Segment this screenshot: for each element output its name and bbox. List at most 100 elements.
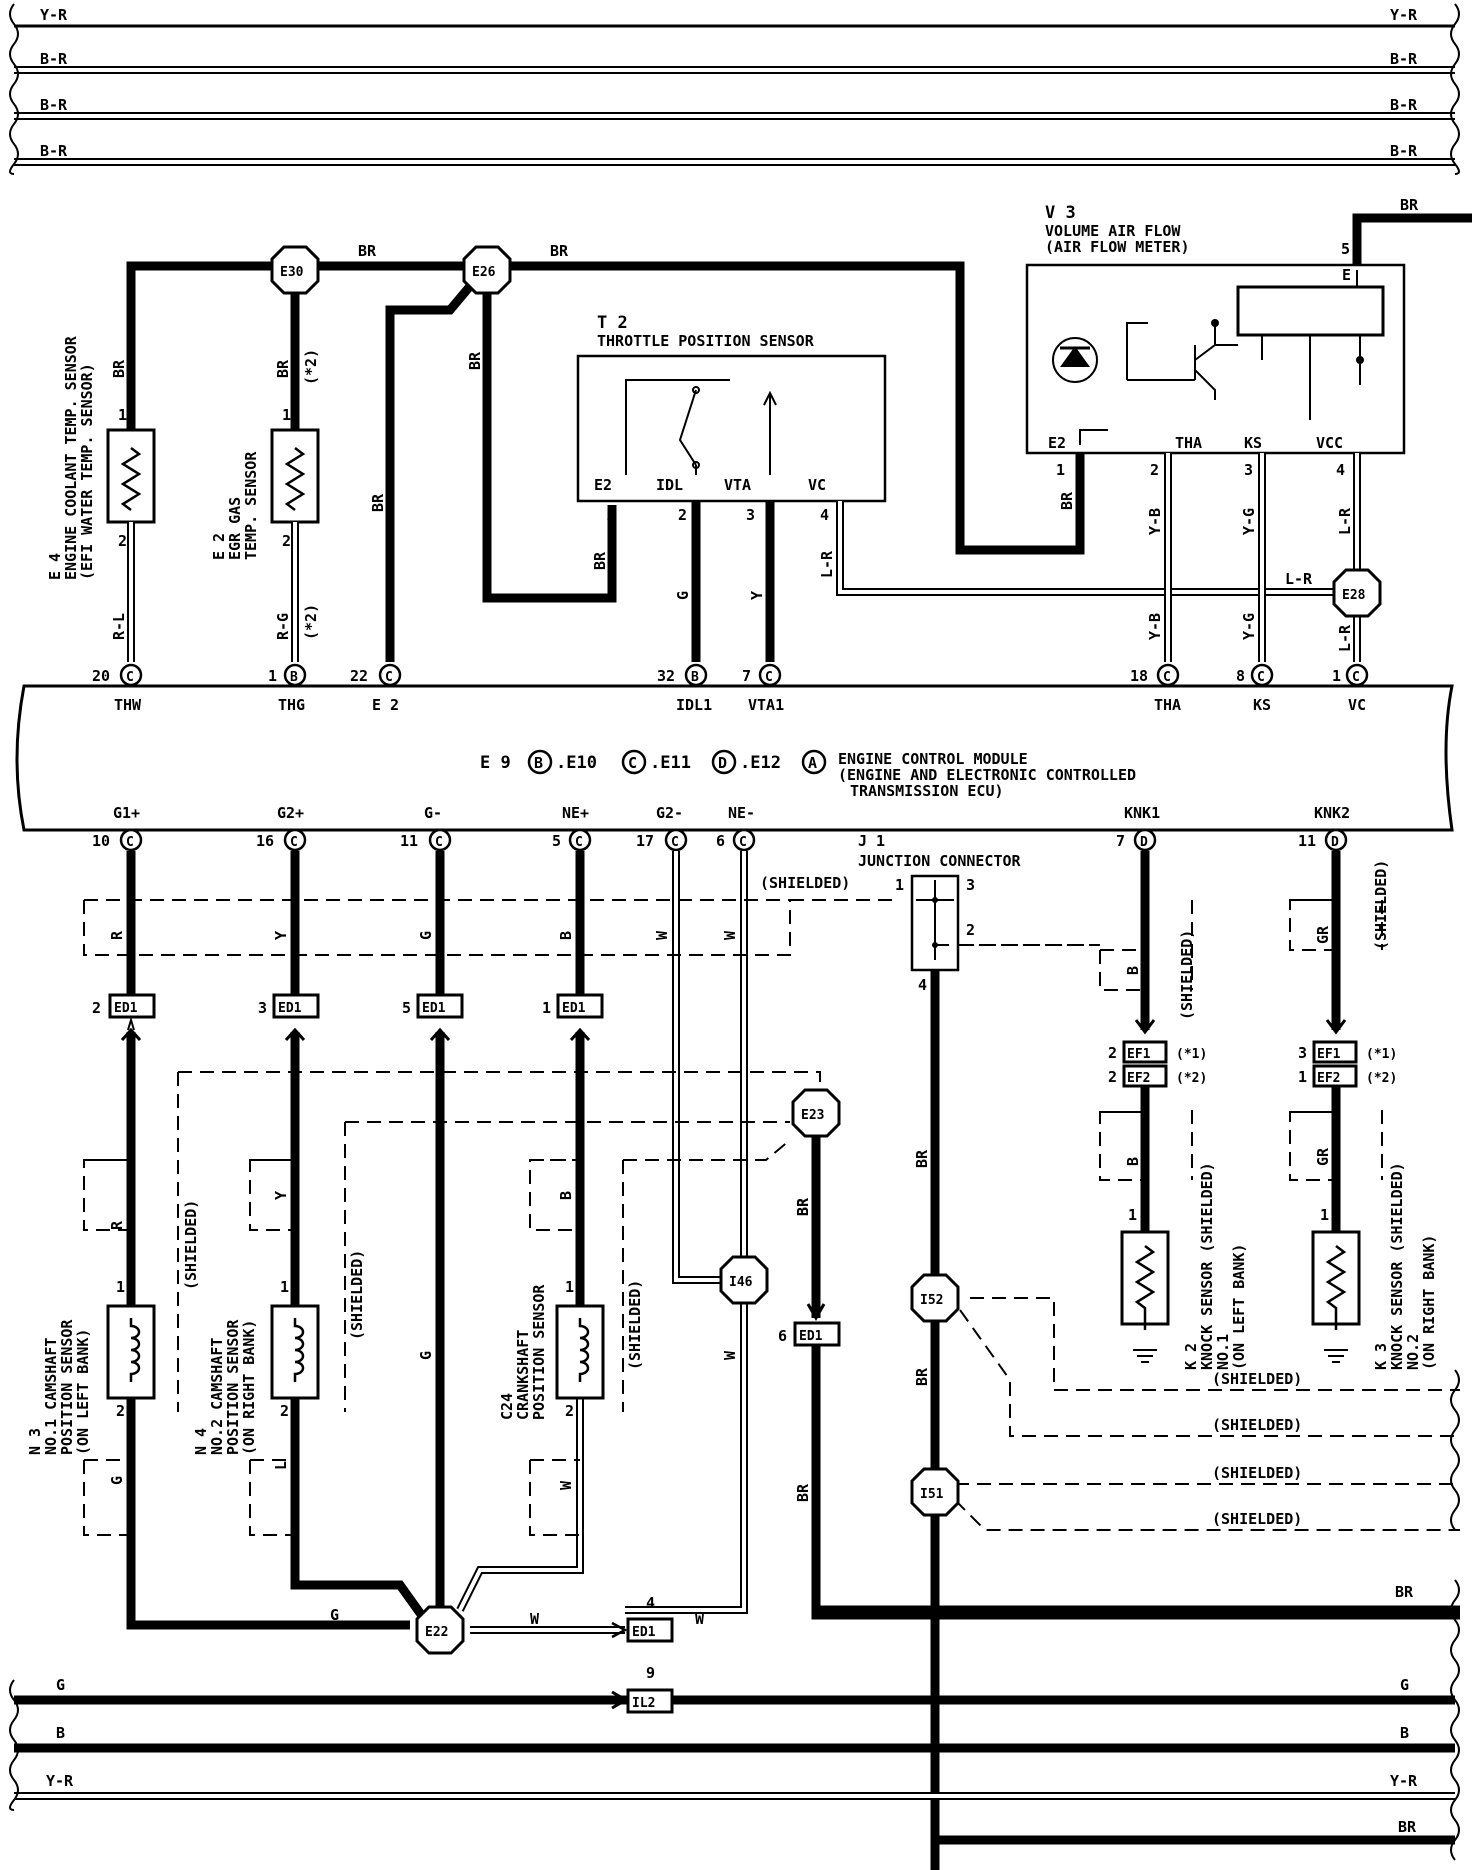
top-bus-yr: Y-R Y-R	[14, 6, 1455, 28]
junction-e22: E22	[415, 1605, 465, 1655]
lower-wire-labels: R Y G B W W B GR R Y B G W G L W G W W B…	[108, 925, 1414, 1628]
svg-text:C: C	[1163, 670, 1171, 685]
svg-text:VTA: VTA	[724, 476, 751, 494]
svg-text:3: 3	[1244, 461, 1253, 479]
svg-text:C: C	[290, 835, 298, 850]
svg-text:ED1: ED1	[562, 1001, 586, 1016]
svg-text:R: R	[108, 930, 126, 940]
svg-text:Y-R: Y-R	[46, 1772, 74, 1790]
bottom-bus-g: G G	[14, 1676, 1455, 1705]
svg-text:(*2): (*2)	[1176, 1071, 1207, 1086]
svg-text:W: W	[653, 930, 671, 940]
svg-text:G: G	[108, 1476, 126, 1485]
svg-text:1: 1	[280, 1278, 289, 1296]
svg-text:NO.2 CAMSHAFT: NO.2 CAMSHAFT	[208, 1338, 226, 1455]
svg-text:W: W	[721, 930, 739, 940]
svg-text:E 4: E 4	[46, 553, 64, 580]
svg-text:B-R: B-R	[40, 50, 68, 68]
svg-text:N 3: N 3	[26, 1428, 44, 1455]
svg-text:G-: G-	[424, 804, 442, 822]
svg-text:ED1: ED1	[278, 1001, 302, 1016]
svg-text:B: B	[290, 670, 298, 685]
n3-camshaft-sensor-left: 1 2 N 3 NO.1 CAMSHAFT POSITION SENSOR (O…	[26, 1278, 156, 1455]
svg-text:E28: E28	[1342, 588, 1366, 603]
svg-text:(*2): (*2)	[302, 349, 320, 385]
k3-knock-sensor: 1 K 3 KNOCK SENSOR (SHIELDED) NO.2 (ON R…	[1311, 1162, 1438, 1370]
connector-ef-k2: 2 EF1 (*1) 2 EF2 (*2)	[1108, 1040, 1207, 1088]
t2-throttle-position-sensor: T 2 THROTTLE POSITION SENSOR E2 IDL VTA …	[576, 313, 887, 524]
svg-text:ED1: ED1	[799, 1329, 823, 1344]
svg-text:NE-: NE-	[728, 804, 755, 822]
svg-text:B-R: B-R	[1390, 142, 1418, 160]
svg-text:E 2: E 2	[372, 696, 399, 714]
svg-text:(AIR FLOW METER): (AIR FLOW METER)	[1045, 238, 1190, 256]
svg-text:BR: BR	[358, 242, 377, 260]
svg-text:J 1: J 1	[858, 832, 885, 850]
svg-text:VC: VC	[808, 476, 826, 494]
shielded-labels: (SHIELDED) (SHIELDED) (SHIELDED) (SHIELD…	[182, 860, 1390, 1528]
svg-text:(*2): (*2)	[1366, 1071, 1397, 1086]
svg-text:C: C	[671, 835, 679, 850]
svg-text:G1+: G1+	[113, 804, 140, 822]
svg-text:4: 4	[646, 1594, 655, 1612]
svg-text:5: 5	[402, 999, 411, 1017]
n4-camshaft-sensor-right: 1 2 N 4 NO.2 CAMSHAFT POSITION SENSOR (O…	[192, 1278, 320, 1455]
junction-i51: I51	[910, 1467, 960, 1517]
svg-text:B-R: B-R	[1390, 96, 1418, 114]
svg-text:1: 1	[1332, 667, 1341, 685]
svg-text:K 2: K 2	[1182, 1343, 1200, 1370]
svg-text:E2: E2	[594, 476, 612, 494]
svg-text:3: 3	[258, 999, 267, 1017]
svg-text:D: D	[1331, 835, 1339, 850]
svg-text:5: 5	[552, 832, 561, 850]
svg-text:16: 16	[256, 832, 274, 850]
e2-egr-gas-temp-sensor: 1 2 E 2 EGR GAS TEMP. SENSOR BR (*2)	[210, 349, 320, 560]
svg-text:I51: I51	[920, 1487, 944, 1502]
svg-text:B-R: B-R	[40, 96, 68, 114]
svg-text:ED1: ED1	[422, 1001, 446, 1016]
svg-text:VC: VC	[1348, 696, 1366, 714]
svg-text:GR: GR	[1314, 1147, 1332, 1166]
lower-wires	[120, 851, 1460, 1870]
svg-text:G: G	[417, 931, 435, 940]
svg-text:K 3: K 3	[1372, 1343, 1390, 1370]
svg-text:(*2): (*2)	[302, 604, 320, 640]
svg-text:G: G	[56, 1676, 65, 1694]
svg-text:E22: E22	[425, 1625, 448, 1640]
svg-text:C: C	[575, 835, 583, 850]
svg-text:B: B	[1124, 966, 1142, 975]
svg-text:C: C	[385, 670, 393, 685]
svg-text:18: 18	[1130, 667, 1148, 685]
v3-e2-wire-label: BR	[1058, 491, 1076, 510]
svg-text:BR: BR	[274, 359, 292, 378]
connector-ed1-5: 5 ED1	[402, 993, 464, 1019]
upper-br-harness: BR BR BR	[126, 196, 1472, 662]
ecm-pin-e2: 22 C E 2	[350, 663, 402, 714]
wire-tha: Y-B Y-B	[1146, 453, 1172, 662]
svg-text:GR: GR	[1314, 925, 1332, 944]
svg-text:(ON LEFT BANK): (ON LEFT BANK)	[1230, 1244, 1248, 1370]
svg-text:KNK1: KNK1	[1124, 804, 1160, 822]
svg-text:10: 10	[92, 832, 110, 850]
svg-text:ENGINE COOLANT TEMP. SENSOR: ENGINE COOLANT TEMP. SENSOR	[62, 335, 80, 580]
svg-text:EGR GAS: EGR GAS	[226, 497, 244, 560]
svg-text:L-R: L-R	[818, 550, 836, 578]
connector-ef-k3: 3 EF1 (*1) 1 EF2 (*2)	[1298, 1040, 1397, 1088]
k2-knock-sensor: 1 K 2 KNOCK SENSOR (SHIELDED) NO.1 (ON L…	[1120, 1162, 1248, 1370]
svg-text:5: 5	[1341, 240, 1350, 258]
svg-text:2: 2	[282, 532, 291, 550]
svg-text:17: 17	[636, 832, 654, 850]
svg-text:POSITION SENSOR: POSITION SENSOR	[224, 1319, 242, 1455]
svg-text:C: C	[765, 670, 773, 685]
svg-text:.E11: .E11	[650, 753, 691, 773]
svg-text:BR: BR	[1395, 1583, 1414, 1601]
wire-e4-ecm: R-L	[110, 522, 135, 662]
svg-text:2: 2	[1108, 1068, 1117, 1086]
svg-text:Y-R: Y-R	[1390, 1772, 1418, 1790]
svg-text:BR: BR	[466, 351, 484, 370]
svg-text:D: D	[1140, 835, 1148, 850]
svg-text:D: D	[718, 754, 727, 772]
svg-text:KS: KS	[1244, 434, 1262, 452]
junction-i52: I52	[910, 1273, 960, 1323]
junction-e23: E23	[791, 1088, 841, 1138]
